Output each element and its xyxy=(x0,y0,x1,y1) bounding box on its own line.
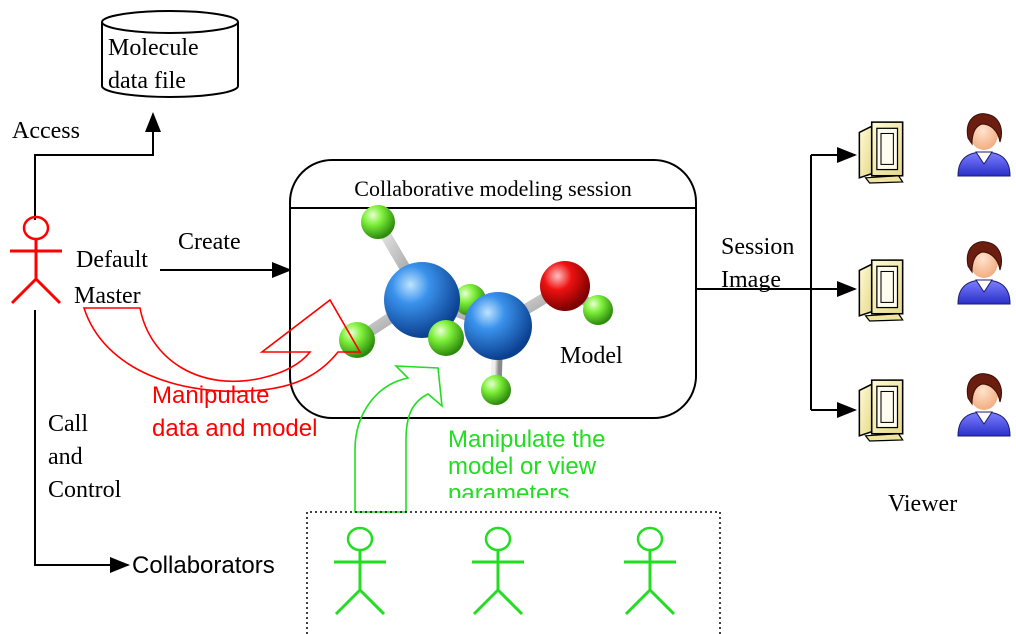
master-manipulate-label-line1: Manipulate xyxy=(152,382,269,409)
hydrogen-atom xyxy=(428,320,464,356)
session-image-label-line1: Session xyxy=(721,234,794,260)
molecule-model xyxy=(339,205,613,405)
default-master-label-line1: Default xyxy=(76,247,148,273)
monitor-icon xyxy=(858,379,904,442)
collaborators-dotted-frame xyxy=(306,511,721,634)
create-label: Create xyxy=(178,229,241,255)
collaborators-group xyxy=(306,511,721,634)
collaborator-manipulate-label-line2: model or view xyxy=(448,453,597,480)
collaborators-label: Collaborators xyxy=(132,552,275,579)
default-master-stick-figure-icon xyxy=(8,215,64,305)
master-manipulate-arrow xyxy=(82,298,362,393)
collaborator-manipulate-label-clip: parameters xyxy=(448,480,569,507)
collaborator-stick-figure-icon xyxy=(332,526,388,616)
oxygen-atom xyxy=(540,261,590,311)
collaborator-stick-figure-icon xyxy=(470,526,526,616)
carbon-atom xyxy=(464,292,532,360)
data-file-label-line1: Molecule xyxy=(108,35,199,61)
access-arrow xyxy=(34,112,161,220)
call-label-line1: Call xyxy=(48,411,88,437)
viewer-2 xyxy=(858,241,1011,322)
collaborator-stick-figure-icon xyxy=(622,526,678,616)
session-box: Collaborative modeling session Model xyxy=(289,159,697,419)
viewer-1 xyxy=(858,113,1011,184)
call-label-line3: Control xyxy=(48,477,122,503)
viewer-3 xyxy=(858,373,1011,442)
hydrogen-atom xyxy=(361,205,395,239)
access-label: Access xyxy=(12,118,80,144)
default-master-label-line2: Master xyxy=(74,283,141,309)
hydrogen-atom xyxy=(481,375,511,405)
cylinder-icon xyxy=(101,22,239,98)
data-file-label-line2: data file xyxy=(108,68,186,94)
session-image-distribution xyxy=(696,147,857,418)
viewer-label: Viewer xyxy=(888,491,957,517)
carbon-atom xyxy=(384,262,460,338)
call-label-line2: and xyxy=(48,444,83,470)
user-icon xyxy=(957,241,1011,305)
user-icon xyxy=(957,373,1011,437)
master-manipulate-label-line2: data and model xyxy=(152,415,317,442)
molecule-data-file: Molecule data file xyxy=(101,10,239,98)
hydrogen-atom xyxy=(583,295,613,325)
monitor-icon xyxy=(858,121,904,184)
collaborator-manipulate-label-line3: parameters xyxy=(448,480,569,507)
monitor-icon xyxy=(858,259,904,322)
call-control-arrow xyxy=(34,310,130,573)
session-title: Collaborative modeling session xyxy=(354,176,631,201)
cylinder-top xyxy=(101,10,239,34)
collaborator-manipulate-label-line1: Manipulate the xyxy=(448,426,605,453)
user-icon xyxy=(957,113,1011,177)
collaborator-manipulate-arrow xyxy=(354,365,444,513)
model-label: Model xyxy=(560,343,623,369)
session-image-label-line2: Image xyxy=(721,267,781,293)
